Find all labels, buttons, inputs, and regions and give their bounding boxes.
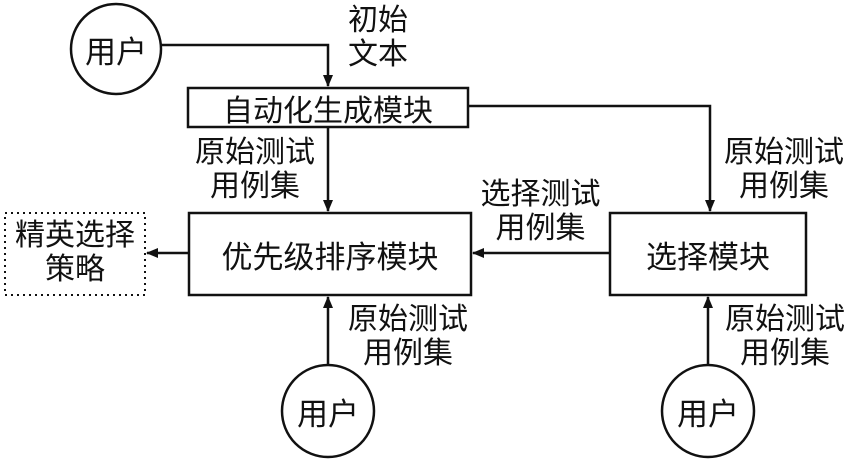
orig-tests-left-line1: 原始测试 [195, 135, 315, 170]
priority-label: 优先级排序模块 [221, 239, 439, 276]
orig-tests-bottom-right-line2: 用例集 [740, 336, 830, 371]
user-bottom-right-label: 用户 [677, 396, 739, 433]
select-label: 选择模块 [646, 239, 770, 276]
user-top-label: 用户 [85, 34, 147, 71]
elite-box [4, 212, 146, 296]
edge-autogen-to-select [468, 104, 715, 212]
orig-tests-right-line2: 用例集 [739, 169, 829, 204]
edge-user-to-autogen [161, 43, 333, 87]
initial-text-line1: 初始 [348, 3, 408, 38]
orig-tests-bottom-right-line1: 原始测试 [725, 302, 845, 337]
user-bottom-mid-label: 用户 [297, 396, 359, 433]
user-top-circle [69, 2, 163, 96]
elite-label-line2: 策略 [45, 252, 105, 287]
auto-gen-label: 自动化生成模块 [223, 93, 433, 129]
orig-tests-left-line2: 用例集 [210, 169, 300, 204]
selected-tests-line1: 选择测试 [480, 177, 601, 212]
orig-tests-bottom-mid-line1: 原始测试 [348, 302, 468, 337]
initial-text-line2: 文本 [348, 37, 408, 72]
orig-tests-right-line1: 原始测试 [724, 135, 844, 170]
orig-tests-bottom-mid-line2: 用例集 [363, 336, 453, 371]
elite-label-line1: 精英选择 [15, 218, 135, 253]
selected-tests-line2: 用例集 [495, 211, 586, 246]
